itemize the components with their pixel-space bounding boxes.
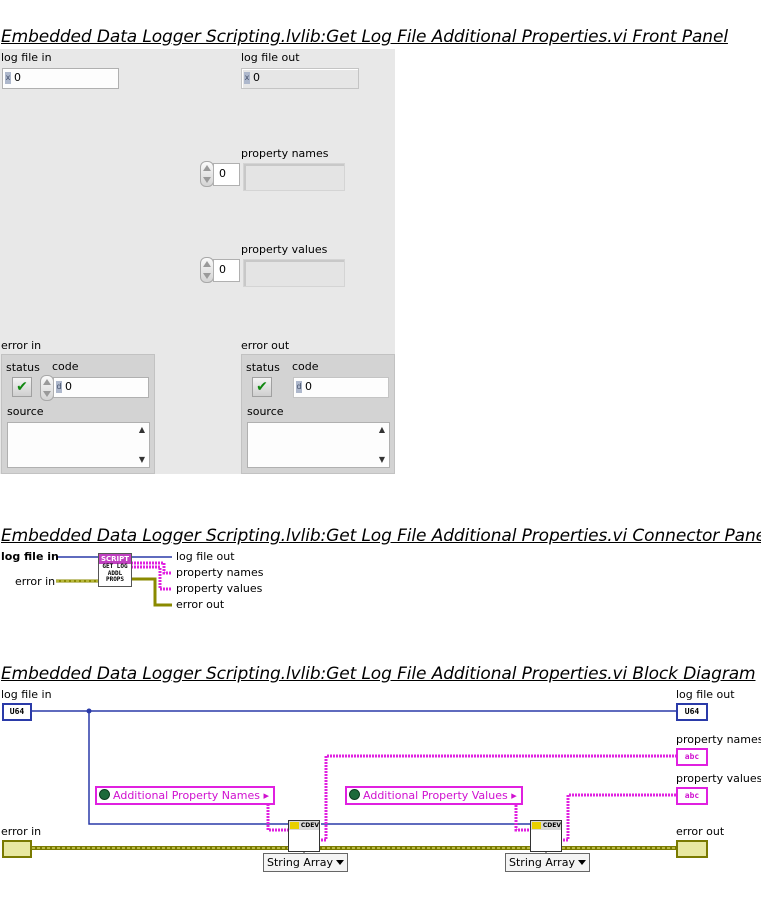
vi-icon-text: GET LOG ADDL PROPS: [99, 563, 131, 584]
log-file-in-value: 0: [14, 71, 21, 84]
bd-property-names-label: property names: [676, 733, 761, 746]
vi-icon-header: SCRIPT: [99, 554, 131, 564]
code-value: 0: [305, 380, 312, 393]
property-names-index[interactable]: 0: [213, 163, 240, 186]
property-values-index[interactable]: 0: [213, 259, 240, 282]
status-label: status: [246, 361, 280, 374]
log-file-in-control[interactable]: x 0: [2, 68, 119, 89]
radix-indicator: d: [296, 381, 302, 393]
scroll-down-icon[interactable]: ▼: [378, 455, 386, 464]
status-checkmark-icon: ✔: [252, 377, 272, 397]
string-array-ring-1[interactable]: String Array: [263, 853, 348, 872]
vi-icon-line: PROPS: [105, 576, 125, 583]
subvi-header: CDEV: [531, 821, 561, 830]
bd-error-out-label: error out: [676, 825, 725, 838]
constant-text: Additional Property Names: [113, 789, 260, 802]
bd-property-names-terminal[interactable]: abc: [676, 748, 708, 766]
source-textbox[interactable]: ▲ ▼: [247, 422, 390, 468]
property-names-label: property names: [241, 147, 329, 160]
bd-property-values-label: property values: [676, 772, 761, 785]
constant-text: Additional Property Values: [363, 789, 508, 802]
log-file-out-value: 0: [253, 71, 260, 84]
global-icon: [99, 789, 110, 800]
property-values-label: property values: [241, 243, 328, 256]
source-label: source: [7, 405, 44, 418]
vi-icon: SCRIPT GET LOG ADDL PROPS: [98, 553, 132, 587]
log-file-out-label: log file out: [241, 51, 300, 64]
bd-log-file-out-terminal[interactable]: U64: [676, 703, 708, 721]
index-value: 0: [219, 167, 226, 180]
subvi-header: CDEV: [289, 821, 319, 830]
property-names-element: [243, 163, 345, 191]
property-names-index-spinner[interactable]: [200, 161, 214, 187]
cp-log-file-in-label: log file in: [1, 550, 59, 563]
source-label: source: [247, 405, 284, 418]
vi-icon-line: GET LOG: [102, 563, 128, 570]
bd-error-out-terminal[interactable]: [676, 840, 708, 858]
radix-indicator: x: [5, 72, 11, 84]
code-field[interactable]: d 0: [53, 377, 149, 398]
front-panel: log file in x 0 log file out x 0 propert…: [0, 49, 395, 474]
code-label: code: [292, 360, 319, 373]
connector-pane-wires: [56, 556, 172, 607]
code-label: code: [52, 360, 79, 373]
radix-indicator: d: [56, 381, 62, 393]
block-diagram-wires: [32, 708, 676, 853]
bd-error-in-label: error in: [1, 825, 42, 838]
code-field: d 0: [293, 377, 389, 398]
bd-log-file-in-label: log file in: [1, 688, 52, 701]
scroll-up-icon[interactable]: ▲: [138, 425, 146, 434]
property-values-index-spinner[interactable]: [200, 257, 214, 283]
scroll-up-icon[interactable]: ▲: [378, 425, 386, 434]
bd-log-file-in-terminal[interactable]: U64: [2, 703, 32, 721]
property-node-subvi-1[interactable]: CDEV: [288, 820, 320, 852]
string-array-ring-2[interactable]: String Array: [505, 853, 590, 872]
additional-property-names-constant[interactable]: Additional Property Names ▸: [95, 786, 275, 805]
radix-indicator: x: [244, 72, 250, 84]
error-out-label: error out: [241, 339, 290, 352]
scroll-down-icon[interactable]: ▼: [138, 455, 146, 464]
property-values-element: [243, 259, 345, 287]
cp-property-values-label: property values: [176, 582, 263, 595]
front-panel-title: Embedded Data Logger Scripting.lvlib:Get…: [1, 27, 728, 47]
bd-property-values-terminal[interactable]: abc: [676, 787, 708, 805]
connector-pane-title: Embedded Data Logger Scripting.lvlib:Get…: [1, 526, 761, 546]
bd-error-in-terminal[interactable]: [2, 840, 32, 858]
error-in-cluster: status code ✔ d 0 source ▲ ▼: [1, 354, 155, 474]
cp-log-file-out-label: log file out: [176, 550, 235, 563]
source-textbox[interactable]: ▲ ▼: [7, 422, 150, 468]
status-checkmark-icon[interactable]: ✔: [12, 377, 32, 397]
log-file-out-indicator: x 0: [241, 68, 359, 89]
bd-log-file-out-label: log file out: [676, 688, 735, 701]
vi-icon-line: ADDL: [107, 569, 123, 577]
property-node-subvi-2[interactable]: CDEV: [530, 820, 562, 852]
block-diagram-title: Embedded Data Logger Scripting.lvlib:Get…: [1, 664, 756, 684]
log-file-in-label: log file in: [1, 51, 52, 64]
cp-property-names-label: property names: [176, 566, 264, 579]
code-spinner[interactable]: [40, 375, 54, 401]
additional-property-values-constant[interactable]: Additional Property Values ▸: [345, 786, 523, 805]
error-out-cluster: status code ✔ d 0 source ▲ ▼: [241, 354, 395, 474]
cp-error-in-label: error in: [15, 575, 56, 588]
status-label: status: [6, 361, 40, 374]
error-in-label: error in: [1, 339, 42, 352]
global-icon: [349, 789, 360, 800]
index-value: 0: [219, 263, 226, 276]
cp-error-out-label: error out: [176, 598, 225, 611]
code-value: 0: [65, 380, 72, 393]
